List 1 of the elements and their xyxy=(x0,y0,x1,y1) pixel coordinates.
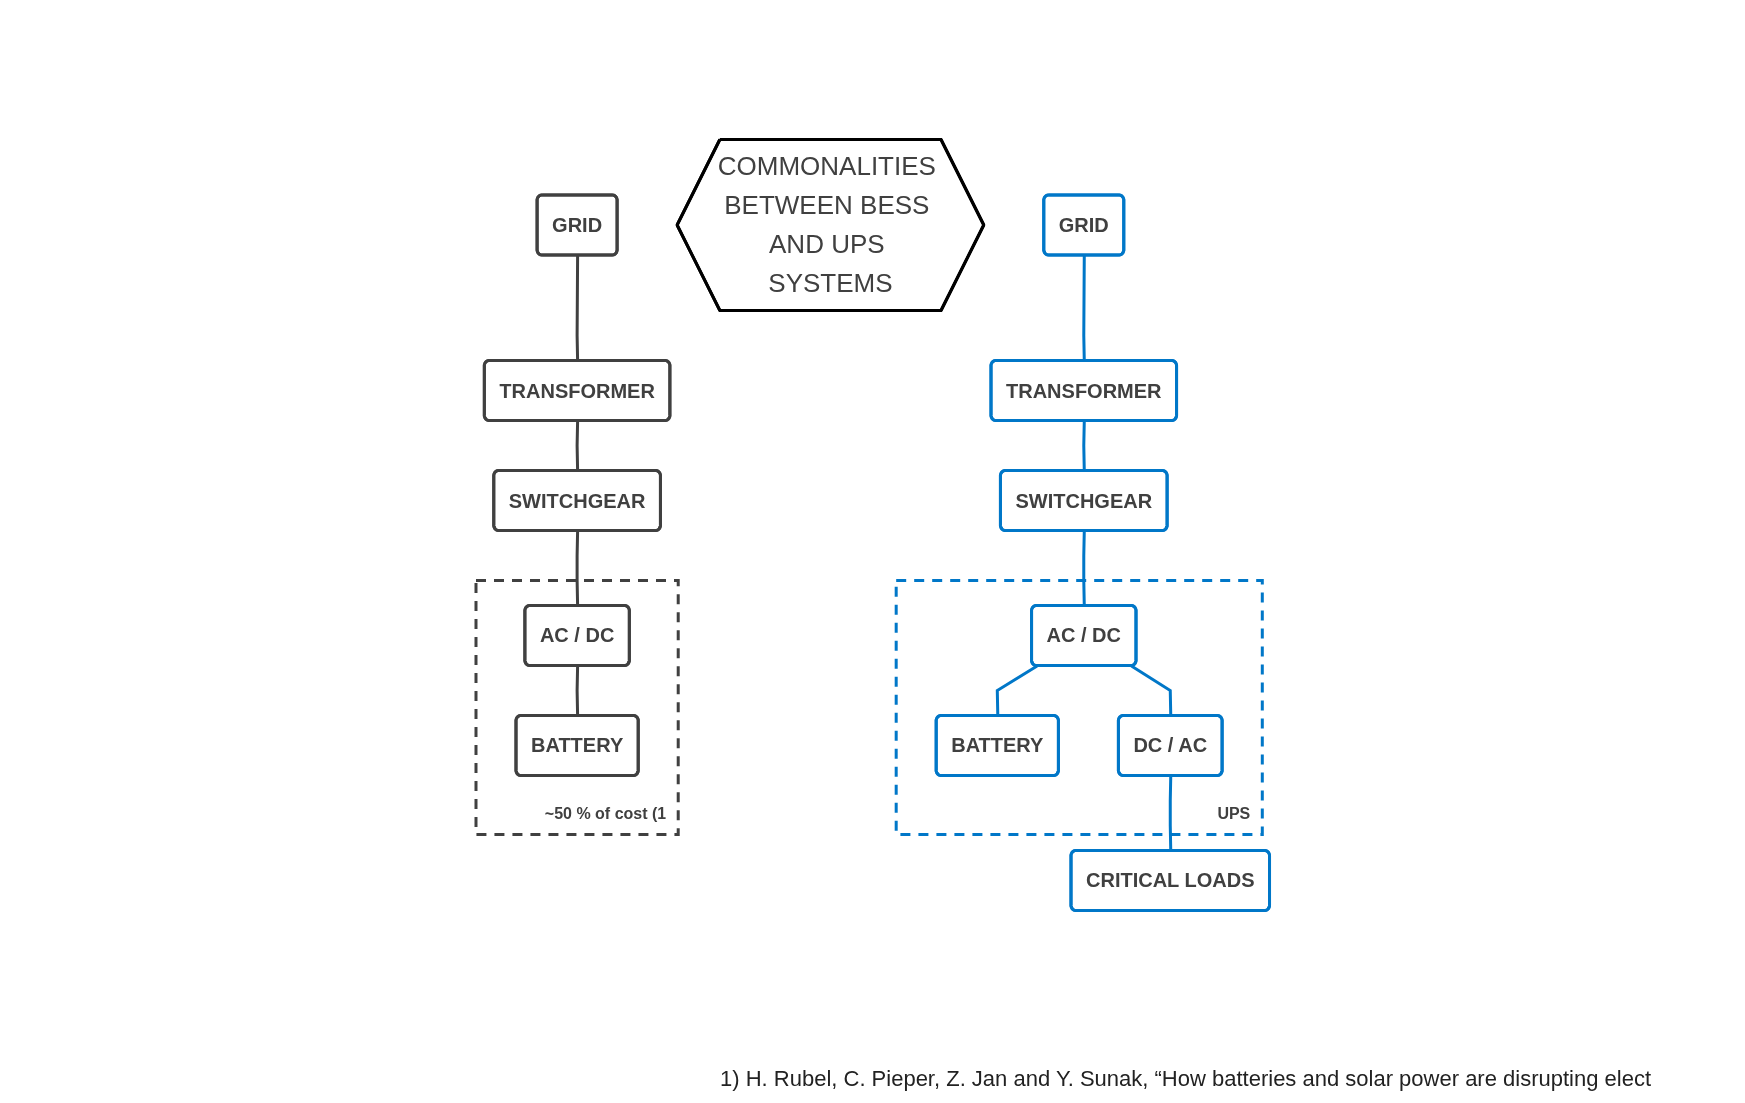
footnote: 1) H. Rubel, C. Pieper, Z. Jan and Y. Sunak, “How batteries and solar power are disrupting elect xyxy=(720,1066,1651,1092)
